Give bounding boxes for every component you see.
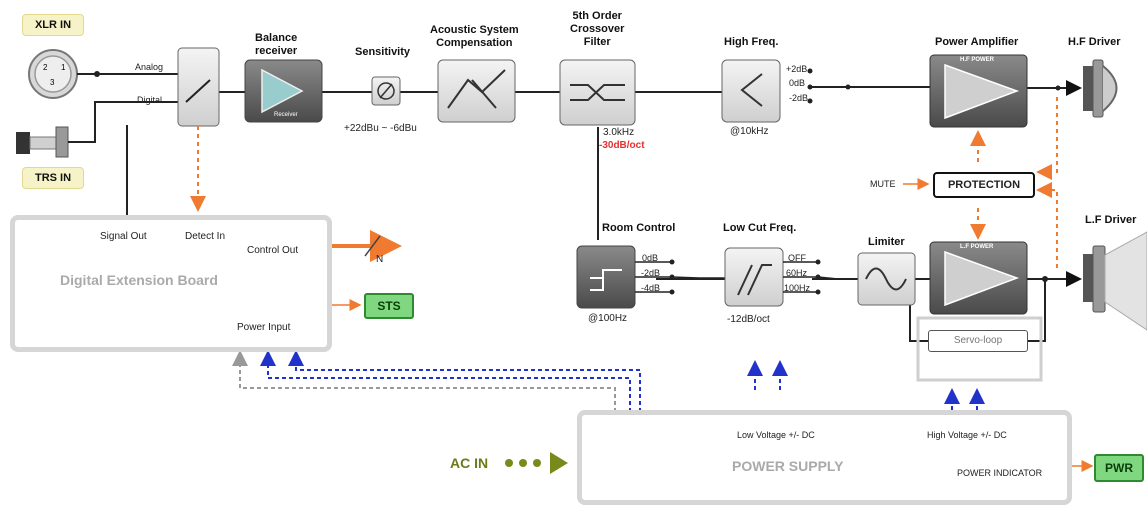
high-voltage-label: High Voltage +/- DC [927, 430, 1007, 440]
hf-power-amp-block [929, 54, 1028, 128]
ac-in-label: AC IN [450, 455, 489, 471]
crossover-filter-block [559, 59, 636, 126]
signal-out-label: Signal Out [100, 231, 147, 242]
control-arrows [190, 97, 1058, 268]
acoustic-compensation-title: Acoustic System Compensation [430, 24, 519, 49]
high-freq-at: @10kHz [730, 126, 769, 137]
room-opt-0: 0dB [642, 253, 659, 263]
xlr-in-label: XLR IN [22, 14, 84, 36]
power-input-label: Power Input [237, 322, 291, 333]
lf-driver-title: L.F Driver [1085, 214, 1137, 226]
power-indicator-label: POWER INDICATOR [957, 468, 1043, 478]
crossover-slope: -30dB/oct [599, 140, 645, 151]
sensitivity-range: +22dBu ~ -6dBu [344, 123, 417, 134]
lf-driver-icon [1083, 231, 1147, 331]
low-voltage-label: Low Voltage +/- DC [737, 430, 815, 440]
power-amp-title: Power Amplifier [935, 36, 1019, 48]
receiver-inner-label: Receiver [274, 112, 298, 118]
low-cut-slope: -12dB/oct [727, 314, 770, 325]
power-supply-board: Low Voltage +/- DC High Voltage +/- DC P… [577, 410, 1072, 505]
high-freq-opt-0: 0dB [789, 78, 806, 88]
svg-text:2: 2 [43, 63, 48, 72]
high-freq-opt-minus2: -2dB [789, 93, 809, 103]
analog-label: Analog [135, 62, 164, 72]
hf-driver-title: H.F Driver [1068, 36, 1121, 48]
balance-receiver-title: Balance receiver [255, 32, 298, 57]
crossover-freq: 3.0kHz [603, 127, 635, 138]
xlr-connector-icon: 2 1 3 [28, 49, 78, 99]
control-out-arrow [332, 230, 402, 262]
power-lines [260, 350, 985, 412]
gray-power-line [232, 350, 616, 412]
high-freq-title: High Freq. [724, 36, 779, 48]
mute-label: MUTE [870, 179, 896, 189]
high-freq-block [721, 59, 781, 123]
control-out-label: Control Out [247, 245, 299, 256]
svg-text:1: 1 [61, 63, 66, 72]
sensitivity-title: Sensitivity [355, 46, 411, 58]
limiter-block [857, 252, 916, 306]
lf-power-label: L.F POWER [960, 244, 994, 250]
svg-text:3: 3 [50, 78, 55, 87]
trs-connector-icon [16, 126, 69, 158]
detect-in-label: Detect In [185, 231, 226, 242]
low-cut-opt-60: 60Hz [786, 268, 808, 278]
acoustic-compensation-block [437, 59, 516, 123]
high-freq-opt-plus2: +2dB [786, 64, 808, 74]
power-supply-title: POWER SUPPLY [732, 458, 844, 474]
sts-indicator: STS [364, 293, 414, 319]
sensitivity-block [371, 76, 401, 106]
servo-loop-block: Servo-loop [928, 330, 1028, 352]
room-opt-minus2: -2dB [641, 268, 661, 278]
digital-label: Digital [137, 95, 163, 105]
hf-power-label: H.F POWER [960, 57, 994, 63]
trs-in-label: TRS IN [22, 167, 84, 189]
digital-extension-board: Signal Out Detect In Control Out Digital… [10, 215, 332, 352]
low-cut-block [724, 247, 784, 307]
signal-lines [68, 73, 1082, 342]
low-cut-title: Low Cut Freq. [723, 222, 797, 234]
ac-in-arrow [505, 452, 568, 474]
limiter-title: Limiter [868, 236, 905, 248]
pwr-indicator: PWR [1094, 454, 1144, 482]
input-selector-block [177, 47, 220, 127]
low-cut-opt-off: OFF [788, 253, 806, 263]
crossover-title: 5th Order Crossover Filter [570, 10, 625, 48]
room-control-block [576, 245, 636, 309]
lf-power-amp-block [929, 241, 1028, 315]
digital-extension-board-title: Digital Extension Board [60, 272, 218, 288]
balance-receiver-block [244, 59, 323, 123]
control-out-n-label: N [376, 254, 384, 265]
room-control-at: @100Hz [588, 313, 628, 324]
room-control-title: Room Control [602, 222, 676, 234]
low-cut-opt-100: 100Hz [784, 283, 811, 293]
protection-block: PROTECTION [933, 172, 1035, 198]
hf-driver-icon [1083, 59, 1118, 118]
room-opt-minus4: -4dB [641, 283, 661, 293]
servo-loop-frame [916, 316, 1043, 382]
